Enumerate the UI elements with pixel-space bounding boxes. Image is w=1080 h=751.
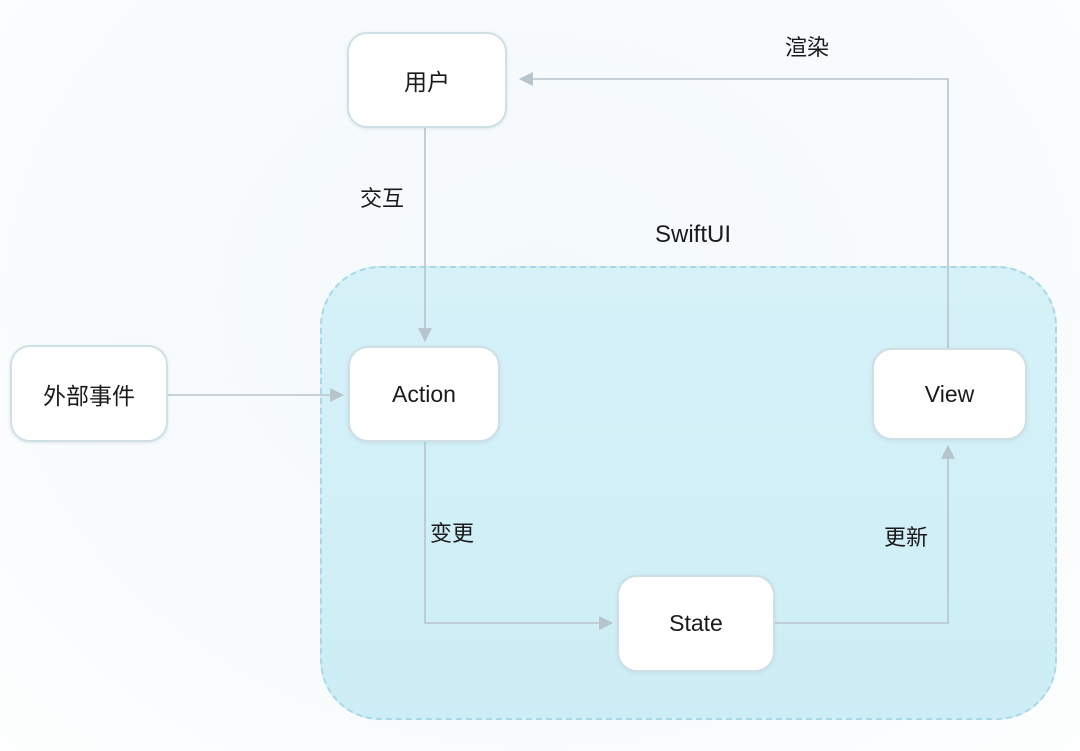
- node-user: 用户: [347, 32, 507, 128]
- edge-label-change: 变更: [430, 521, 475, 546]
- edge-action-to-state-change: [424, 442, 614, 630]
- node-external-event: 外部事件: [10, 345, 168, 442]
- node-user-label: 用户: [404, 69, 450, 95]
- edge-label-render: 渲染: [785, 35, 830, 60]
- node-state-label: State: [669, 610, 723, 636]
- container-title-swiftui: SwiftUI: [655, 221, 732, 248]
- node-view: View: [872, 348, 1027, 440]
- edge-label-interact: 交互: [360, 186, 405, 211]
- node-state: State: [617, 575, 775, 672]
- edge-view-to-user-render: [518, 72, 949, 348]
- edge-state-to-view-update: [775, 444, 955, 624]
- node-external-event-label: 外部事件: [43, 382, 135, 409]
- node-action: Action: [348, 346, 500, 442]
- node-action-label: Action: [392, 380, 456, 407]
- node-view-label: View: [924, 380, 975, 407]
- edge-label-update: 更新: [884, 525, 929, 550]
